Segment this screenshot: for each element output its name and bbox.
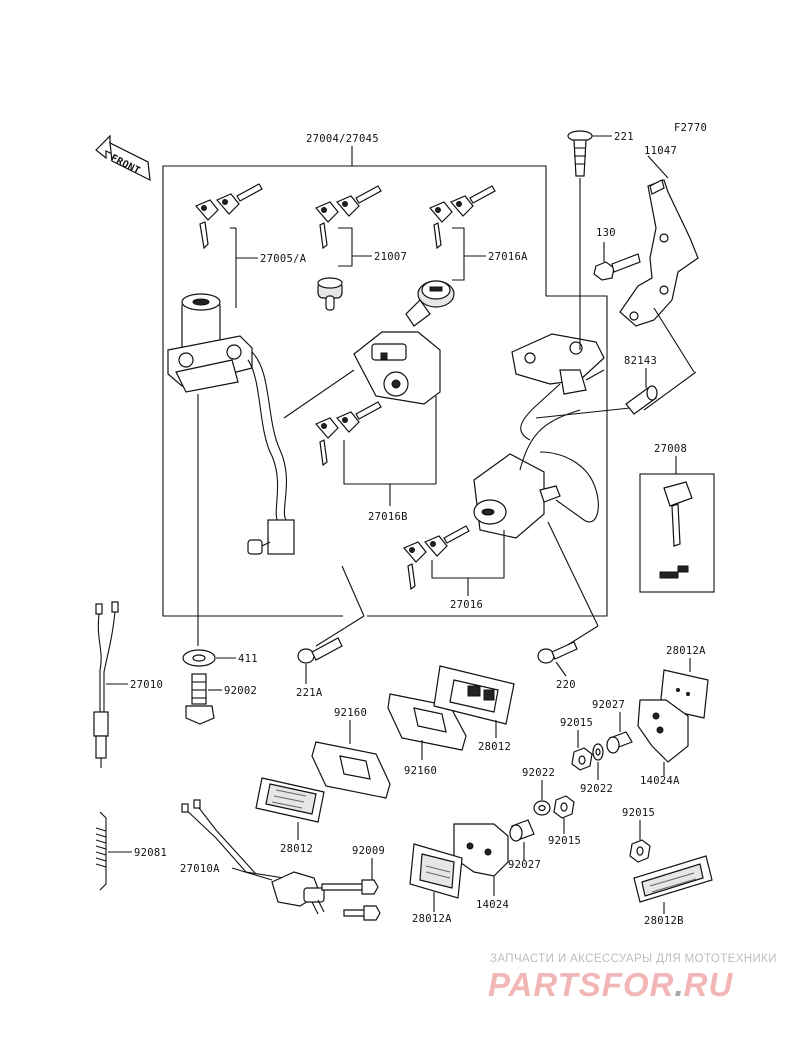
key-set-21007 [315, 185, 382, 250]
part-92002-label: 92002 [224, 685, 257, 697]
part-27016A-label: 27016A [488, 251, 528, 263]
part-92009-label: 92009 [352, 845, 385, 857]
part-27016B-label: 27016B [368, 511, 408, 523]
bracket-11047 [619, 179, 699, 327]
part-92022b-label: 92022 [522, 767, 555, 779]
part-92081-label: 92081 [134, 847, 167, 859]
key-set-27016 [403, 525, 470, 591]
watermark-brand-right: RU [684, 966, 734, 1003]
part-14024A-label: 14024A [640, 775, 680, 787]
figure-code: F2770 [674, 122, 707, 134]
part-28012a-label: 28012 [280, 843, 313, 855]
svg-text:PARTSFOR.RU: PARTSFOR.RU [488, 966, 733, 1003]
bolt-130 [593, 253, 641, 281]
key-27008-box [639, 473, 715, 593]
collar-92027-b [509, 819, 535, 842]
part-220-label: 220 [556, 679, 576, 691]
reflector-28012-b [433, 665, 515, 725]
cap-21007 [317, 277, 343, 311]
part-27004-label: 27004/27045 [306, 133, 379, 145]
part-27010A-label: 27010A [180, 863, 220, 875]
part-221-label: 221 [614, 131, 634, 143]
grommet-82143 [625, 385, 658, 415]
key-set-27005 [195, 183, 263, 250]
lock-cylinder-27016A [405, 280, 455, 327]
screw-221 [567, 130, 593, 177]
switch-27010A [181, 799, 325, 915]
part-28012b-label: 28012 [478, 741, 511, 753]
ignition-switch [167, 293, 295, 555]
part-27010-label: 27010 [130, 679, 163, 691]
spring-92081 [95, 811, 107, 891]
part-92027a-label: 92027 [592, 699, 625, 711]
bracket-14024A [637, 699, 689, 763]
part-92015c-label: 92015 [622, 807, 655, 819]
bracket-14024 [453, 823, 509, 877]
part-21007-label: 21007 [374, 251, 407, 263]
reflector-28012-a [255, 777, 325, 823]
part-14024-label: 14024 [476, 899, 509, 911]
part-28012B-label: 28012B [644, 915, 684, 927]
screw-220 [537, 641, 578, 664]
washer-92022-a [592, 743, 604, 761]
helmet-lock-27016 [473, 409, 599, 539]
bolt-92002 [185, 673, 215, 725]
key-set-27016B [315, 401, 382, 467]
part-92015a-label: 92015 [560, 717, 593, 729]
nut-92015-a [571, 747, 593, 771]
watermark-brand-dot: . [674, 966, 683, 1003]
gasket-92160-a [311, 741, 391, 799]
reflector-28012B [633, 855, 713, 903]
reflector-28012A-bot [409, 843, 463, 899]
bolts-92009 [321, 879, 381, 921]
part-82143-label: 82143 [624, 355, 657, 367]
part-92015b-label: 92015 [548, 835, 581, 847]
switch-27010 [93, 601, 119, 768]
key-set-27016A [429, 185, 496, 250]
part-27005A-label: 27005/A [260, 253, 307, 265]
part-92022a-label: 92022 [580, 783, 613, 795]
watermark-brand-left: PARTS [488, 966, 602, 1003]
front-arrow-icon: FRONT [95, 134, 151, 182]
part-92160b-label: 92160 [404, 765, 437, 777]
nut-92015-c [629, 839, 651, 863]
part-92027b-label: 92027 [508, 859, 541, 871]
nut-92015-b [553, 795, 575, 819]
part-221A-label: 221A [296, 687, 323, 699]
part-28012A-bot-label: 28012A [412, 913, 452, 925]
part-27008-label: 27008 [654, 443, 687, 455]
part-27016-label: 27016 [450, 599, 483, 611]
part-11047-label: 11047 [644, 145, 677, 157]
part-411-label: 411 [238, 653, 258, 665]
washer-411 [182, 649, 216, 667]
watermark-logo: PARTSFOR.RU [488, 966, 733, 1003]
screw-221A [297, 637, 343, 664]
watermark-brand-mid: FOR [602, 966, 675, 1003]
watermark-caption: ЗАПЧАСТИ И АКСЕССУАРЫ ДЛЯ МОТОТЕХНИКИ [490, 953, 777, 965]
collar-92027-a [606, 731, 633, 754]
part-92160a-label: 92160 [334, 707, 367, 719]
part-28012A-top-label: 28012A [666, 645, 706, 657]
seat-lock-27016B [353, 331, 441, 405]
lock-bracket [511, 333, 605, 441]
part-130-label: 130 [596, 227, 616, 239]
washer-92022-b [533, 800, 551, 816]
